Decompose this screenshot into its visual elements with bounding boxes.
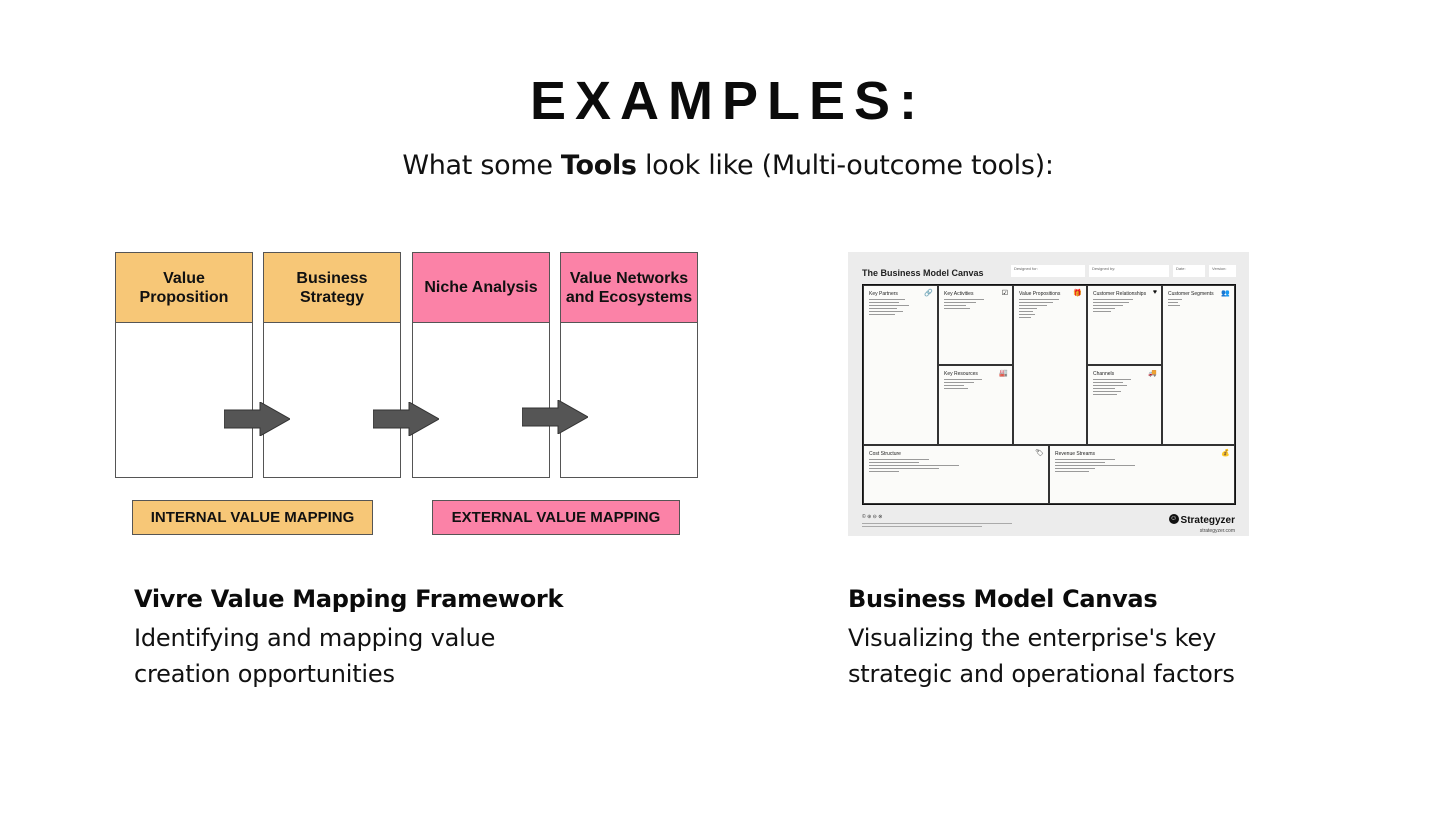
- bmc-cell-revenue-streams: Revenue Streams 💰: [1049, 445, 1235, 504]
- vivre-column-value-proposition: Value Proposition: [115, 252, 253, 478]
- vivre-caption-desc: Identifying and mapping value creation o…: [134, 620, 495, 692]
- subtitle-bold: Tools: [560, 150, 637, 181]
- vivre-column-header: Value Networks and Ecosystems: [561, 253, 697, 323]
- factory-icon: 🏭: [999, 370, 1008, 377]
- bmc-cell-key-activities: Key Activities ☑: [938, 285, 1013, 365]
- bmc-caption-line: strategic and operational factors: [848, 660, 1235, 688]
- bmc-field-designed-by: Designed by:: [1089, 265, 1169, 277]
- brand-name: Strategyzer: [1180, 515, 1235, 526]
- cell-label: Value Propositions: [1019, 291, 1061, 297]
- placeholder-lines: [1093, 379, 1131, 397]
- strategyzer-brand: ☺Strategyzer strategyzer.com: [1168, 510, 1235, 534]
- cell-label: Key Partners: [869, 291, 898, 297]
- vivre-column-business-strategy: Business Strategy: [263, 252, 401, 478]
- placeholder-lines: [1019, 299, 1059, 320]
- price-tag-icon: 🏷: [1035, 450, 1044, 457]
- footer-lines: [862, 523, 1012, 529]
- external-value-mapping-tag: EXTERNAL VALUE MAPPING: [432, 500, 680, 535]
- right-arrow-icon: [373, 402, 439, 436]
- cell-label: Customer Segments: [1168, 291, 1214, 297]
- bmc-cell-key-resources: Key Resources 🏭: [938, 365, 1013, 445]
- vivre-caption-line: Identifying and mapping value: [134, 624, 496, 652]
- placeholder-lines: [1168, 299, 1182, 308]
- vivre-column-header: Niche Analysis: [413, 253, 549, 323]
- placeholder-lines: [869, 459, 959, 474]
- vivre-column-value-networks: Value Networks and Ecosystems: [560, 252, 698, 478]
- right-arrow-icon: [224, 402, 290, 436]
- people-icon: 👥: [1221, 290, 1230, 297]
- license-icons: © ⊕ ⊖ ⊗: [862, 514, 883, 520]
- subtitle-pre: What some: [402, 150, 561, 181]
- vivre-caption-line: creation opportunities: [134, 660, 395, 688]
- vivre-caption-title: Vivre Value Mapping Framework: [134, 585, 564, 613]
- placeholder-lines: [944, 379, 982, 391]
- bmc-caption-line: Visualizing the enterprise's key: [848, 624, 1217, 652]
- placeholder-lines: [1093, 299, 1133, 314]
- heart-icon: ♥: [1152, 289, 1157, 296]
- right-arrow-icon: [522, 400, 588, 434]
- bmc-field-date: Date:: [1173, 265, 1205, 277]
- subtitle-post: look like (Multi-outcome tools):: [636, 150, 1054, 181]
- bmc-caption-desc: Visualizing the enterprise's key strateg…: [848, 620, 1235, 692]
- bmc-caption-title: Business Model Canvas: [848, 585, 1158, 613]
- business-model-canvas-image: The Business Model Canvas Designed for: …: [848, 252, 1249, 536]
- bmc-field-designed-for: Designed for:: [1011, 265, 1085, 277]
- vivre-column-header: Value Proposition: [116, 253, 252, 323]
- bmc-cell-key-partners: Key Partners 🔗: [863, 285, 938, 445]
- placeholder-lines: [944, 299, 984, 311]
- page-subtitle: What some Tools look like (Multi-outcome…: [0, 150, 1456, 181]
- bmc-title: The Business Model Canvas: [862, 268, 984, 278]
- placeholder-lines: [1055, 459, 1135, 474]
- cell-label: Channels: [1093, 371, 1115, 377]
- checkbox-icon: ☑: [1001, 290, 1008, 297]
- bmc-cell-cost-structure: Cost Structure 🏷: [863, 445, 1049, 504]
- strategyzer-logo-icon: ☺: [1168, 513, 1179, 524]
- page-title: EXAMPLES:: [529, 71, 927, 131]
- money-bag-icon: 💰: [1221, 450, 1230, 457]
- cell-label: Key Activities: [944, 291, 974, 297]
- bmc-field-version: Version:: [1209, 265, 1236, 277]
- placeholder-lines: [869, 299, 909, 317]
- internal-value-mapping-tag: INTERNAL VALUE MAPPING: [132, 500, 373, 535]
- bmc-grid: Key Partners 🔗 Key Activities ☑ Key Reso…: [862, 284, 1236, 505]
- brand-url: strategyzer.com: [1199, 528, 1235, 534]
- vivre-column-header: Business Strategy: [264, 253, 400, 323]
- bmc-cell-channels: Channels 🚚: [1087, 365, 1162, 445]
- bmc-cell-value-propositions: Value Propositions 🎁: [1013, 285, 1087, 445]
- cell-label: Key Resources: [944, 371, 978, 377]
- truck-icon: 🚚: [1148, 370, 1157, 377]
- cell-label: Revenue Streams: [1055, 451, 1096, 457]
- link-icon: 🔗: [924, 290, 933, 297]
- vivre-column-niche-analysis: Niche Analysis: [412, 252, 550, 478]
- bmc-cell-customer-segments: Customer Segments 👥: [1162, 285, 1235, 445]
- cell-label: Customer Relationships: [1093, 291, 1147, 297]
- cell-label: Cost Structure: [869, 451, 901, 457]
- gift-icon: 🎁: [1073, 290, 1082, 297]
- bmc-cell-customer-relationships: Customer Relationships ♥: [1087, 285, 1162, 365]
